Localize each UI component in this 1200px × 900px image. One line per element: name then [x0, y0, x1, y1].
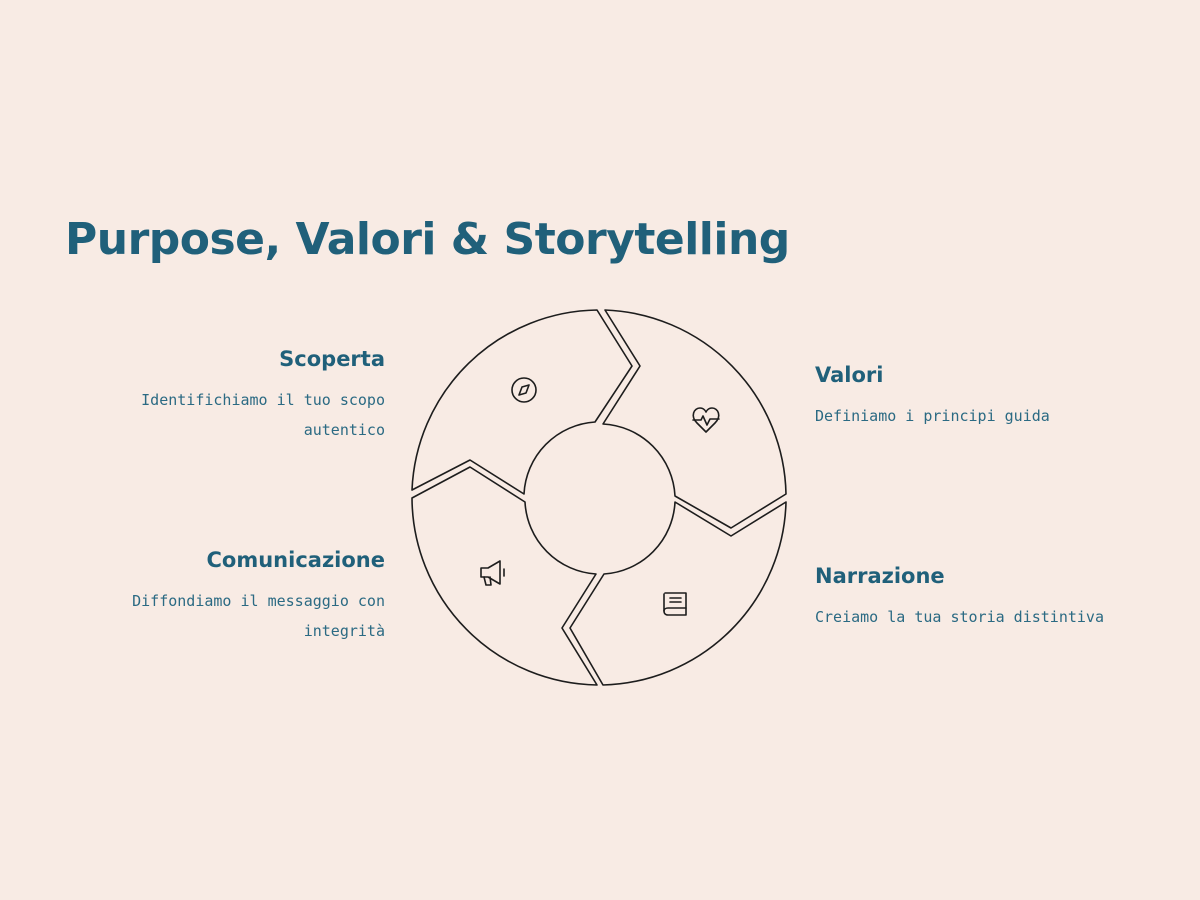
stage-heading: Comunicazione	[206, 548, 385, 572]
stage-description: Diffondiamo il messaggio con integrità	[132, 592, 385, 640]
stage-heading: Valori	[815, 363, 884, 387]
stage-valori: Valori Definiamo i principi guida	[815, 363, 1175, 431]
page-title: Purpose, Valori & Storytelling	[65, 214, 790, 265]
stage-heading: Narrazione	[815, 564, 945, 588]
segment-scoperta	[411, 309, 633, 495]
cycle-diagram	[411, 309, 787, 686]
heart-pulse-icon	[692, 407, 720, 433]
book-icon	[663, 592, 687, 616]
stage-description: Definiamo i principi guida	[815, 407, 1050, 425]
stage-description: Identifichiamo il tuo scopo autentico	[141, 391, 385, 439]
segment-comunicazione	[411, 466, 598, 686]
stage-heading: Scoperta	[279, 347, 385, 371]
stage-scoperta: Scoperta Identifichiamo il tuo scopo aut…	[55, 347, 385, 445]
megaphone-icon	[480, 560, 505, 586]
compass-icon	[511, 377, 537, 403]
segment-valori	[602, 309, 787, 529]
stage-description: Creiamo la tua storia distintiva	[815, 608, 1104, 626]
stage-narrazione: Narrazione Creiamo la tua storia distint…	[815, 564, 1175, 632]
stage-comunicazione: Comunicazione Diffondiamo il messaggio c…	[55, 548, 385, 646]
segment-narrazione	[569, 501, 787, 686]
